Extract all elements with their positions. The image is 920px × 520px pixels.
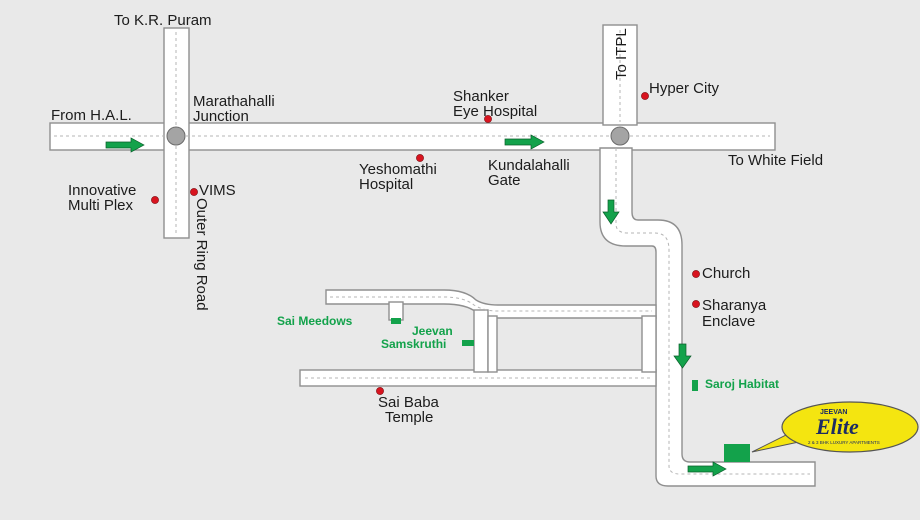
label-vims: VIMS [199,182,236,199]
logo-main: Elite [815,414,859,439]
label-yeshomathi-1: Yeshomathi [359,161,437,178]
label-saroj-habitat: Saroj Habitat [705,377,779,391]
label-innovative-1: Innovative [68,182,136,199]
label-sharanya-2: Enclave [702,313,755,330]
label-yeshomathi-2: Hospital [359,176,413,193]
logo-top: JEEVAN [820,409,848,416]
label-from-hal: From H.A.L. [51,107,132,124]
label-to-white-field: To White Field [728,152,823,169]
arrow-right-icon [504,134,545,150]
label-marathahalli-1: Marathahalli [193,93,275,110]
label-sai-meedows: Sai Meedows [277,314,353,328]
arrow-right-icon [687,461,727,477]
label-sharanya-1: Sharanya [702,297,767,314]
label-jeevan-samskruthi-1: Jeevan [412,324,453,338]
jeevan-samskruthi-marker [462,340,474,346]
marathahalli-roundabout [166,126,186,146]
project-markers [391,318,750,462]
sai-meedows-lane [388,301,404,321]
sharanya-pin-icon [692,300,700,308]
arrow-right-icon [105,137,145,153]
inner-lane-left [473,309,489,373]
innovative-pin-icon [151,196,159,204]
label-church: Church [702,265,750,282]
jeevan-elite-site [724,444,750,462]
landmark-pins [151,92,700,395]
roads [49,24,816,487]
label-outer-ring-road: Outer Ring Road [193,198,210,311]
arrow-down-icon [673,343,692,369]
direction-arrows [105,134,727,477]
label-shanker-2: Eye Hospital [453,103,537,120]
saroj-habitat-marker [692,380,698,391]
label-shanker-1: Shanker [453,88,509,105]
inner-lane-east [641,315,657,373]
label-kundalahalli-1: Kundalahalli [488,157,570,174]
road-to-project [599,147,816,487]
label-to-kr-puram: To K.R. Puram [114,12,212,29]
logo-tagline: 2 & 3 BHK LUXURY APARTMENTS [808,440,880,445]
jeevan-elite-callout: JEEVAN Elite 2 & 3 BHK LUXURY APARTMENTS [751,401,919,453]
arrow-down-icon [602,199,620,225]
label-jeevan-samskruthi-2: Samskruthi [381,337,446,351]
label-hyper-city: Hyper City [649,80,720,97]
kundalahalli-roundabout [610,126,630,146]
label-innovative-2: Multi Plex [68,197,134,214]
label-sai-baba-2: Temple [385,409,433,426]
shanker-pin-icon [484,115,492,123]
vims-pin-icon [190,188,198,196]
sai-baba-pin-icon [376,387,384,395]
label-to-itpl: To ITPL [613,28,630,80]
church-pin-icon [692,270,700,278]
yeshomathi-pin-icon [416,154,424,162]
inner-lane-right [487,315,498,373]
label-marathahalli-2: Junction [193,108,249,125]
labels: To K.R. Puram From H.A.L. Marathahalli J… [51,12,823,426]
upper-local-road [325,289,657,319]
hyper-city-pin-icon [641,92,649,100]
label-sai-baba-1: Sai Baba [378,394,440,411]
sai-meedows-marker [391,318,401,324]
label-kundalahalli-2: Gate [488,172,521,189]
